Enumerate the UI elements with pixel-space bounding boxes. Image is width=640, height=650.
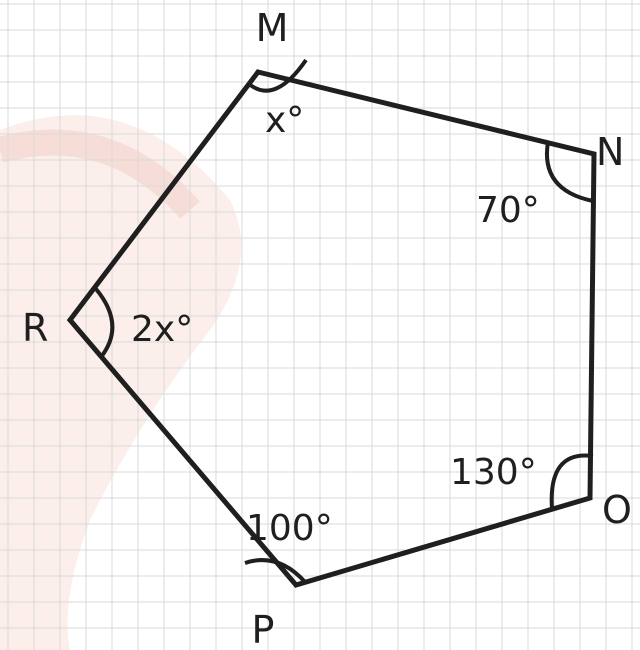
angle-label-r: 2x° — [131, 309, 193, 350]
angle-label-p: 100° — [246, 508, 333, 549]
angle-arc-r — [94, 287, 115, 359]
vertex-label-o: O — [602, 488, 632, 532]
angle-arc-p — [244, 558, 307, 584]
angle-arc-m — [247, 58, 308, 93]
angle-label-n: 70° — [476, 190, 540, 231]
vertex-label-r: R — [22, 306, 48, 350]
angle-label-m: x° — [265, 100, 304, 141]
vertex-label-n: N — [596, 130, 624, 174]
angle-arc-n — [545, 141, 594, 203]
angle-label-o: 130° — [450, 452, 537, 493]
vertex-label-p: P — [252, 608, 275, 650]
angle-arc-o — [549, 453, 594, 510]
pentagon-outline — [66, 69, 597, 588]
vertex-label-m: M — [256, 6, 289, 50]
